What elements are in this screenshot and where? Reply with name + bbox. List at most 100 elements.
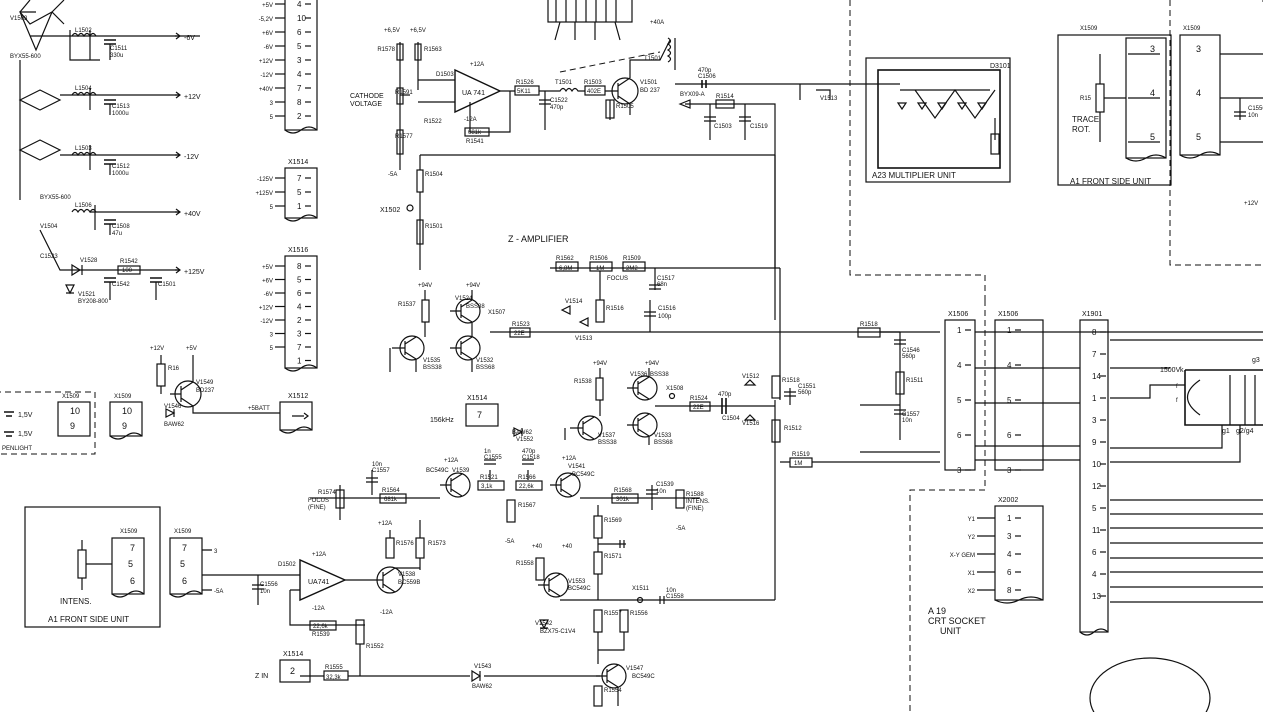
supply-label: +12A [444, 458, 458, 464]
pin-number: 9 [122, 421, 127, 431]
pin-number: 1 [1007, 514, 1012, 523]
component-value: 560p [798, 390, 812, 396]
component-label: R1501 [425, 224, 443, 230]
component-label: R1578 [377, 47, 395, 53]
pin-number: 6 [130, 576, 135, 586]
component-value: 22,6k [519, 484, 535, 490]
connector-label: X1514 [283, 651, 303, 658]
pin-number: 9 [70, 421, 75, 431]
pin-number: 2 [297, 316, 302, 325]
pin-number: 10 [297, 14, 306, 23]
pin-number: 6 [1007, 431, 1012, 440]
rail-label: +125V [184, 269, 205, 276]
connector-label: X1506 [998, 311, 1018, 318]
component-value: 1M [596, 266, 604, 272]
pin-number: 8 [297, 262, 302, 271]
component-label: R1518 [782, 378, 800, 384]
transistor-type: BSS38 [423, 365, 442, 371]
component-label: R1505 [616, 104, 634, 110]
component-label: C1546 [902, 348, 920, 354]
supply-label: +12V [1244, 201, 1258, 207]
focus-fine-label: (FINE) [308, 505, 326, 511]
component-value: 10n [656, 489, 666, 495]
transistor-type: BSS68 [654, 440, 673, 446]
section-title: Z - AMPLIFIER [508, 234, 569, 244]
supply-label: +12A [378, 521, 392, 527]
component-label: R1556 [630, 611, 648, 617]
component-label: L1502 [75, 28, 92, 34]
pin-number: 4 [1196, 88, 1201, 98]
pin-number: 7 [130, 543, 135, 553]
pin-number: 4 [957, 361, 962, 370]
component-label: C1503 [714, 124, 732, 130]
component-label: L1506 [75, 203, 92, 209]
crt-pin: g2/g4 [1236, 428, 1254, 435]
multiplier-module: D3101 A23 MULTIPLIER UNIT [849, 0, 1011, 300]
component-value: 22E [514, 331, 525, 337]
transistor-label: V1549 [196, 380, 214, 386]
component-label: C1517 [657, 276, 675, 282]
pin-number: 3 [1092, 416, 1097, 425]
component-label: R1567 [518, 503, 536, 509]
component-label: C1551 [798, 384, 816, 390]
pin-number: 9 [1092, 438, 1097, 447]
component-label: C1539 [656, 482, 674, 488]
component-label: V1521 [78, 292, 96, 298]
pin-number: 12 [1092, 482, 1101, 491]
component-label: C1555 [484, 455, 502, 461]
intens-fine-label: (FINE) [686, 506, 704, 512]
component-label: R1519 [792, 452, 810, 458]
penlight-block: PENLIGHT 1,5V 1,5V X1509 10 9 X1509 10 9 [0, 391, 143, 455]
pin-label: X2 [968, 589, 976, 595]
pin-number: 4 [297, 303, 302, 312]
component-value: 1M [794, 461, 802, 467]
module-ref: D3101 [990, 63, 1011, 70]
pin-label: 3 [270, 101, 274, 107]
transistor-type: BSS38 [650, 372, 669, 378]
pin-number: 5 [1196, 132, 1201, 142]
pin-label: 5 [270, 115, 274, 121]
component-value: 1n [484, 449, 491, 455]
component-type: BZX75-C1V4 [540, 629, 576, 635]
transistor-label: V1539 [452, 468, 470, 474]
component-label: R1522 [424, 119, 442, 125]
pin-label: +5V [262, 265, 273, 271]
pin-number: 5 [180, 559, 185, 569]
pin-number: 5 [128, 559, 133, 569]
pin-number: 11 [1092, 526, 1101, 535]
supply-label: -5A [214, 589, 223, 595]
transistor-type: BC549C [572, 472, 595, 478]
component-label: C1501 [158, 282, 176, 288]
pin-label: +5V [262, 3, 273, 9]
component-label: R1564 [382, 488, 400, 494]
component-value: 2M2 [626, 266, 638, 272]
component-value: 10n [260, 589, 270, 595]
intens-fine-label: INTENS. [686, 499, 710, 505]
supply-label: +12V [150, 346, 164, 352]
pin-number: 13 [1092, 592, 1101, 601]
component-value: 10n [1248, 113, 1258, 119]
component-value: 22E [693, 405, 704, 411]
crt-pin: k [1180, 367, 1184, 374]
supply-label: +6,5V [410, 28, 426, 34]
connector-label: X1514 [288, 159, 308, 166]
trace-rot-module: X1509 A1 FRONT SIDE UNIT TRACE ROT. 3 4 … [1057, 0, 1263, 266]
supply-label: +12A [312, 552, 326, 558]
cell-voltage: 1,5V [18, 412, 33, 419]
component-value: 330u [110, 53, 123, 59]
pin-label: 5 [270, 346, 274, 352]
supply-label: -12A [380, 610, 393, 616]
pin-number: 7 [1092, 350, 1097, 359]
component-label: L1504 [75, 86, 92, 92]
bus-wires: C1546 560p C1557 10n R1511 [774, 155, 1263, 461]
trace-rot-label: ROT. [1072, 125, 1090, 134]
pin-number: 3 [297, 56, 302, 65]
component-label: R1518 [860, 322, 878, 328]
pin-number: 6 [297, 289, 302, 298]
component-value: 10n [666, 588, 676, 594]
intens-label: INTENS. [60, 597, 92, 606]
component-label: V1528 [80, 258, 98, 264]
transistor-type: BD 237 [640, 88, 661, 94]
pin-number: 7 [297, 174, 302, 183]
